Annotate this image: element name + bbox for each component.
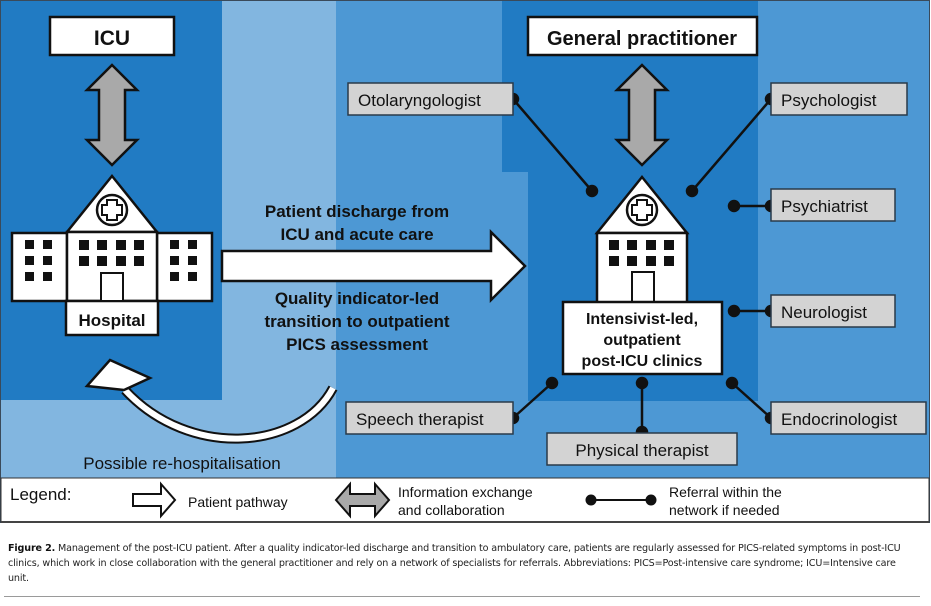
post-icu-clinic-box: Intensivist-led, outpatient post-ICU cli… xyxy=(561,300,724,376)
specialist-label: Endocrinologist xyxy=(781,410,898,429)
specialist-label: Psychologist xyxy=(781,91,877,110)
clinic-windows xyxy=(609,240,674,266)
general-practitioner-label: General practitioner xyxy=(547,28,737,50)
specialist-endocrinologist: Endocrinologist xyxy=(770,401,927,435)
double-arrow-icon xyxy=(334,481,391,519)
legend-referral-label-line1: Referral within the xyxy=(669,484,782,500)
connector-endocrinologist xyxy=(731,382,772,419)
hospital-building-icon xyxy=(10,174,214,337)
connector-speech-therapist xyxy=(512,382,553,419)
icu-box: ICU xyxy=(48,15,176,57)
referral-line-icon xyxy=(585,494,657,506)
general-practitioner-box: General practitioner xyxy=(526,15,759,57)
legend-info-exchange-label-line2: and collaboration xyxy=(398,502,505,518)
transition-text-line5: PICS assessment xyxy=(286,335,428,354)
patient-pathway-arrow-icon xyxy=(132,481,177,519)
clinic-label-line1: Intensivist-led, xyxy=(586,311,698,328)
legend: Legend: Patient pathway Information exch… xyxy=(0,477,930,523)
figure-caption: Figure 2. Management of the post-ICU pat… xyxy=(8,541,918,586)
specialist-psychologist: Psychologist xyxy=(770,82,908,116)
transition-text-line3: Quality indicator-led xyxy=(275,289,439,308)
gp-collaboration-arrow-icon xyxy=(613,63,671,167)
rehospitalisation-arrow-icon xyxy=(84,358,338,444)
clinic-label-line3: post-ICU clinics xyxy=(582,353,703,370)
caption-divider xyxy=(4,596,920,597)
transition-text-line2: ICU and acute care xyxy=(280,225,433,244)
transition-text-line1: Patient discharge from xyxy=(265,202,449,221)
legend-info-exchange-label-line1: Information exchange xyxy=(398,484,533,500)
specialist-label: Otolaryngologist xyxy=(358,91,481,110)
icu-label: ICU xyxy=(94,27,130,50)
legend-referral-label-line2: network if needed xyxy=(669,502,780,518)
figure-caption-label: Figure 2. xyxy=(8,543,56,554)
specialist-speech-therapist: Speech therapist xyxy=(345,401,514,435)
specialist-neurologist: Neurologist xyxy=(770,294,896,328)
clinic-label-line2: outpatient xyxy=(603,332,681,349)
specialist-label: Physical therapist xyxy=(575,441,709,460)
specialist-otolaryngologist: Otolaryngologist xyxy=(347,82,514,116)
specialist-label: Speech therapist xyxy=(356,410,484,429)
connector-psychologist xyxy=(691,98,772,192)
legend-title: Legend: xyxy=(10,485,71,504)
specialist-psychiatrist: Psychiatrist xyxy=(770,188,896,222)
transition-text-line4: transition to outpatient xyxy=(264,312,449,331)
patient-discharge-arrow-icon xyxy=(220,228,527,304)
hospital-label: Hospital xyxy=(78,311,145,330)
figure-caption-text: Management of the post-ICU patient. Afte… xyxy=(8,543,901,584)
specialist-label: Neurologist xyxy=(781,303,867,322)
specialist-label: Psychiatrist xyxy=(781,197,868,216)
legend-patient-pathway-label: Patient pathway xyxy=(188,494,288,510)
icu-collaboration-arrow-icon xyxy=(83,63,141,167)
connector-otolaryngologist xyxy=(512,98,593,192)
hospital-windows xyxy=(25,240,197,281)
rehospitalisation-label: Possible re-hospitalisation xyxy=(83,454,281,473)
specialist-physical-therapist: Physical therapist xyxy=(546,432,738,466)
